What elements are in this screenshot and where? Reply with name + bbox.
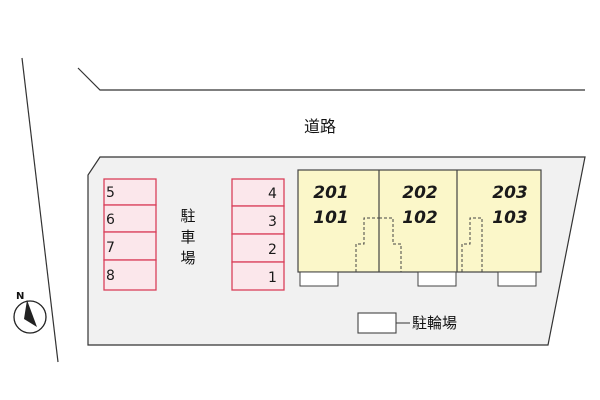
unit-step: [497, 271, 537, 287]
parking-slot-number: 3: [268, 214, 277, 230]
unit-number: 103: [492, 208, 528, 228]
parking-label: 駐 車 場: [180, 207, 195, 267]
parking-slot-number: 7: [106, 240, 115, 256]
unit-step: [299, 271, 339, 287]
bicycle-parking: 駐輪場: [357, 312, 457, 334]
parking-slot-number: 6: [106, 212, 115, 228]
parking-slot: [231, 178, 285, 207]
bicycle-parking-box: [357, 312, 397, 334]
unit-number: 202: [402, 183, 438, 203]
parking-left: 5 6 7 8: [103, 178, 157, 291]
parking-slot-number: 5: [106, 185, 115, 201]
unit-number: 102: [402, 208, 438, 228]
unit-number: 201: [313, 183, 349, 203]
unit-step: [417, 271, 457, 287]
bicycle-parking-label: 駐輪場: [412, 314, 457, 332]
unit-number: 101: [313, 208, 349, 228]
entrance-dashed: [379, 217, 402, 272]
unit-number: 203: [492, 183, 528, 203]
compass-needle: [24, 300, 37, 327]
parking-slot: [103, 178, 157, 206]
road-label: 道路: [304, 117, 336, 136]
road: 道路: [21, 57, 585, 363]
entrance-dashed: [355, 217, 379, 272]
parking-slot-number: 4: [268, 186, 277, 202]
parking-slot: [231, 205, 285, 235]
parking-slot: [231, 261, 285, 291]
parking-slot-number: 2: [268, 242, 277, 258]
building-outline: [297, 169, 542, 273]
building: 201 101 202 102 203 103: [297, 169, 542, 287]
road-edge-left: [21, 57, 59, 363]
parking-slot: [103, 231, 157, 261]
road-edge-top: [77, 67, 585, 91]
parking-slot: [103, 204, 157, 233]
parking-label-char: 駐: [180, 207, 195, 225]
parking-slot-number: 8: [106, 268, 115, 284]
parking-label-char: 車: [180, 228, 195, 246]
parking-slot: [103, 259, 157, 291]
compass-north-label: N: [16, 291, 24, 302]
parking-label-char: 場: [180, 249, 195, 267]
parking-slot-number: 1: [268, 270, 277, 286]
compass: N: [13, 291, 47, 334]
entrance-dashed: [461, 217, 483, 272]
parking-right: 4 3 2 1: [231, 178, 285, 291]
